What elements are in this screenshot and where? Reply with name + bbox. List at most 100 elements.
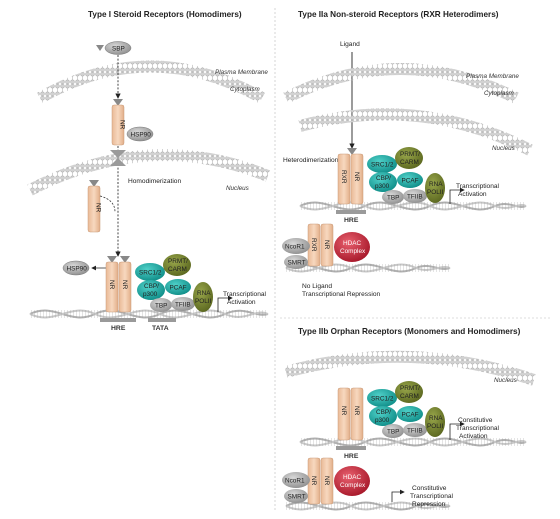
pcaf-protein — [397, 406, 423, 422]
panel-title-type1: Type I Steroid Receptors (Homodimers) — [88, 10, 242, 19]
src-protein — [367, 155, 397, 173]
dna-helix — [299, 437, 527, 447]
rna-pol-protein — [193, 282, 213, 312]
p300-label: p300 — [143, 291, 158, 298]
pcaf-protein — [165, 279, 191, 295]
nr-orphan-unbound-right — [320, 457, 334, 505]
hre-site — [100, 318, 136, 322]
nr-label: NR — [121, 280, 128, 290]
nr-label: NR — [95, 203, 102, 213]
prmt-protein — [395, 147, 423, 169]
hre-site — [336, 446, 366, 450]
tata-site — [148, 318, 176, 322]
pcaf-label: PCAF — [170, 285, 187, 292]
ligand-label: Ligand — [340, 41, 360, 48]
nr-orphan-left — [337, 387, 351, 441]
nr-label: NR — [353, 172, 360, 182]
nuclear-pore — [110, 150, 126, 166]
prmt-label: PRMT/ — [168, 258, 188, 265]
nucleus-label: Nucleus — [492, 145, 516, 152]
polii-label: POLII — [195, 298, 212, 305]
sbp-protein — [104, 41, 132, 55]
p300-label: p300 — [375, 183, 390, 190]
hdac-complex — [334, 232, 370, 262]
hsp90-released-label: HSP90 — [67, 266, 88, 273]
ligand-triangle — [347, 148, 357, 155]
prmt-protein — [395, 381, 423, 403]
hdac-label: HDAC — [343, 474, 361, 481]
transcriptional-label: Transcriptional — [456, 183, 500, 190]
ncor1-label: NcoR1 — [285, 478, 305, 485]
rxr-label: RXR — [340, 170, 347, 184]
cbp-protein — [137, 280, 165, 300]
src-label: SRC1/2 — [371, 396, 394, 403]
sbp-label: SBP — [112, 46, 125, 53]
transcription-arrow — [449, 187, 465, 204]
dimer-join-arrow — [99, 195, 116, 213]
ncor1-label: NcoR1 — [285, 244, 305, 251]
panel-type-2b: Type IIb Orphan Receptors (Monomers and … — [282, 327, 536, 511]
src-protein — [367, 389, 397, 407]
complex-label: Complex — [340, 248, 366, 255]
nr-label: NR — [119, 120, 126, 130]
hsp90-released — [62, 260, 90, 276]
tbp-label: TBP — [387, 195, 399, 202]
hre-label: HRE — [344, 453, 359, 460]
ligand-triangle — [89, 180, 99, 187]
ligand-triangle — [107, 256, 117, 263]
nr-dimer-right — [118, 261, 132, 313]
cbp-label: CBP/ — [376, 175, 391, 182]
dna-helix — [29, 309, 269, 319]
nr-label: NR — [353, 406, 360, 416]
repression-label: Transcriptional Repression — [302, 291, 381, 298]
cytoplasm-label: Cytoplasm — [484, 90, 514, 97]
nr-monomer — [87, 185, 101, 233]
hre-label: HRE — [344, 217, 359, 224]
dna-helix — [299, 201, 527, 211]
transcriptional-label: Transcriptional — [456, 425, 500, 432]
rna-pol-protein — [425, 407, 445, 437]
transcriptional-label: Transcriptional — [410, 493, 454, 500]
repression-label: Repression — [412, 501, 446, 508]
carm-label: CARM — [400, 159, 419, 166]
ncor1-protein — [282, 472, 310, 488]
tbp-protein — [382, 424, 404, 438]
tfiib-label: TFIIB — [407, 428, 423, 435]
nr-cytoplasmic — [111, 104, 125, 146]
tfiib-protein — [403, 423, 427, 437]
pcaf-protein — [397, 172, 423, 188]
nuclear-membrane — [27, 149, 271, 196]
plasma-membrane-label: Plasma Membrane — [466, 73, 519, 80]
pcaf-label: PCAF — [402, 178, 419, 185]
nuclear-membrane — [298, 108, 533, 156]
plasma-membrane — [37, 60, 265, 104]
panel-type-2a: Type IIa Non-steroid Receptors (RXR Hete… — [282, 10, 533, 298]
nr-label: NR — [323, 240, 330, 250]
rxr-receptor — [337, 153, 351, 205]
cbp-label: CBP/ — [376, 409, 391, 416]
src-protein — [135, 263, 165, 281]
prmt-protein — [163, 254, 191, 276]
tfiib-protein — [403, 189, 427, 203]
tbp-label: TBP — [155, 303, 167, 310]
ncor1-protein — [282, 238, 310, 254]
hdac-label: HDAC — [343, 240, 361, 247]
rna-pol-protein — [425, 173, 445, 203]
tbp-protein — [150, 298, 172, 312]
nr-label: NR — [108, 280, 115, 290]
cytoplasm-label: Cytoplasm — [230, 86, 260, 93]
prmt-label: PRMT/ — [400, 151, 420, 158]
nr-label: NR — [310, 476, 317, 486]
rna-label: RNA — [429, 415, 443, 422]
nr-receptor-unbound — [320, 223, 334, 267]
carm-label: CARM — [168, 266, 187, 273]
rna-label: RNA — [197, 290, 211, 297]
dna-helix — [285, 263, 451, 273]
hsp90-label: HSP90 — [131, 132, 152, 139]
ligand-triangle — [113, 99, 123, 106]
plasma-membrane — [283, 63, 519, 104]
smrt-protein — [284, 489, 308, 503]
nuclear-membrane — [284, 350, 536, 386]
polii-label: POLII — [427, 189, 444, 196]
